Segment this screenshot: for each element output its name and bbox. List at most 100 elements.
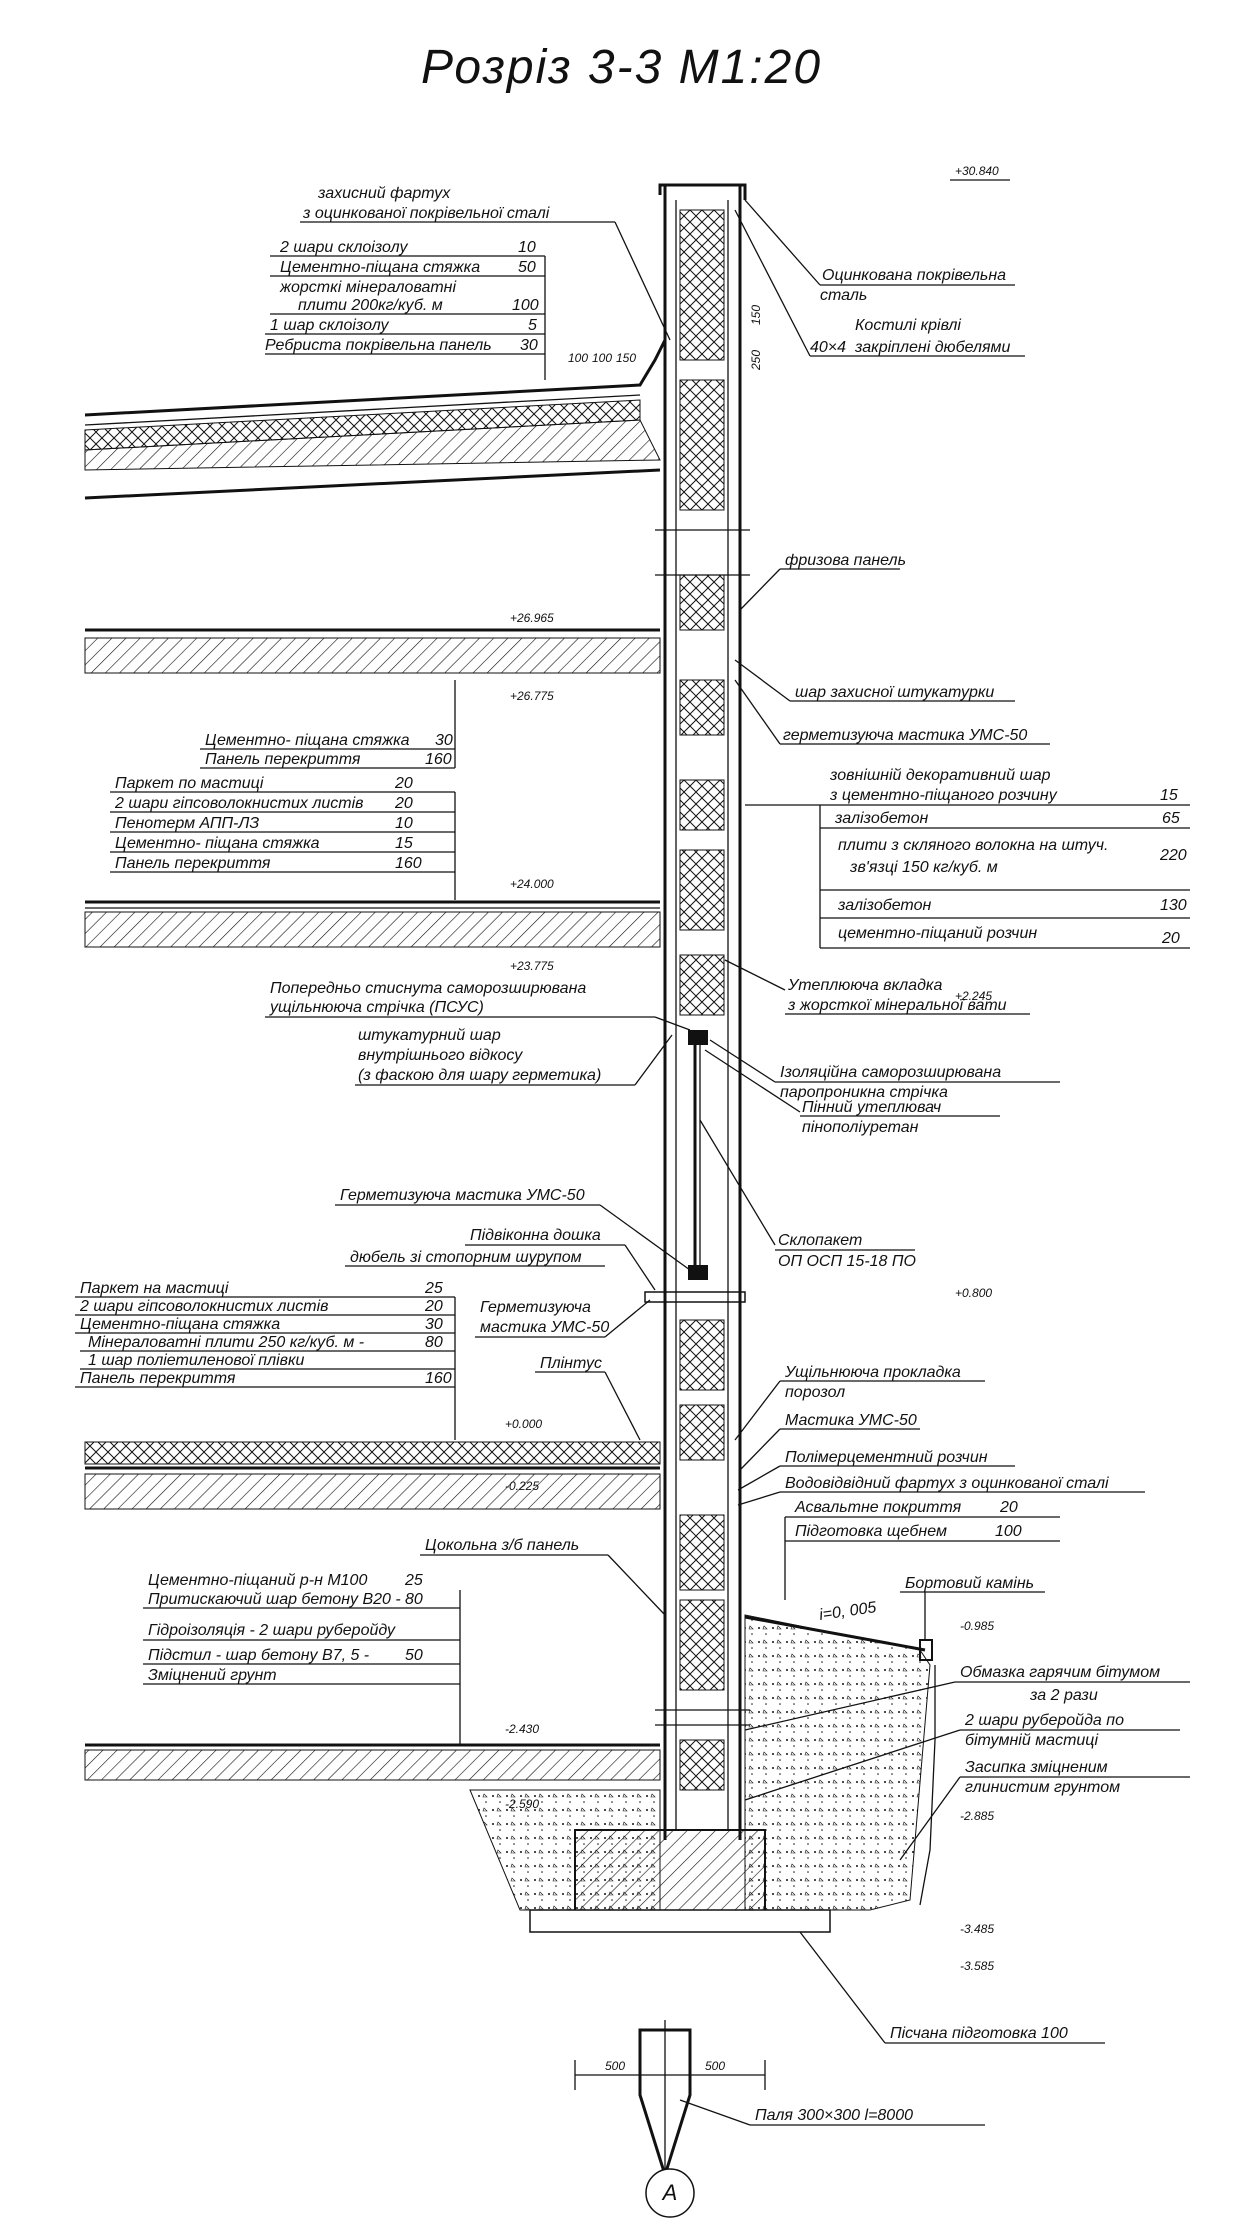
basement-layer-value: 25	[404, 1572, 423, 1589]
backfill-label: глинистим грунтом	[965, 1779, 1120, 1796]
level-mark: +2.245	[955, 989, 992, 1003]
roof-note: сталь	[820, 287, 867, 304]
floor3-labels: Паркет на мастиці 25 2 шари гіпсоволокни…	[75, 1280, 456, 1440]
axis-bubble	[645, 2168, 695, 2218]
roof-note: закріплені дюбелями	[854, 339, 1010, 356]
floor3-layer-value: 80	[425, 1334, 443, 1351]
wall-panel-header: з цементно-піщаного розчину	[829, 787, 1058, 804]
level-mark: -0.985	[960, 1619, 994, 1633]
wall-panel-row-name: зв'язці 150 кг/куб. м	[849, 859, 998, 876]
roof-dim: 100	[592, 351, 612, 365]
rubber-label: 2 шари руберойда по	[964, 1712, 1124, 1729]
mastic2-label: Герметизуюча	[480, 1299, 591, 1316]
floor-slab-0000	[84, 1441, 661, 1510]
bitumen-label: за 2 рази	[1029, 1687, 1098, 1704]
frieze-labels: фризова панель шар захисної штукатурки г…	[734, 552, 1050, 745]
floor3-layer-name: Панель перекриття	[80, 1370, 236, 1387]
psus-label: Попередньо стиснута саморозширювана	[270, 980, 586, 997]
roof-apron-label: захисний фартух	[317, 185, 451, 202]
level-mark: -2.590	[505, 1797, 539, 1811]
wall-panel-row-value: 65	[1162, 810, 1180, 827]
floor3-layer-value: 20	[424, 1298, 443, 1315]
level-mark: -3.585	[960, 1959, 994, 1973]
wall-panel-row-value: 130	[1160, 897, 1187, 914]
pile-dim: 500	[705, 2059, 725, 2073]
plaster-label: внутрішнього відкосу	[358, 1047, 523, 1064]
level-mark: +23.775	[510, 959, 554, 973]
roof-layer-value: 50	[518, 259, 536, 276]
drip-label: Водовідвідний фартух з оцинкованої сталі	[785, 1475, 1109, 1492]
basement-floor	[84, 1743, 661, 1781]
roof-layer-value: 10	[518, 239, 536, 256]
floor2-layer-name: Пенотерм АПП-ЛЗ	[115, 815, 259, 832]
floor3-layer-value: 160	[425, 1370, 452, 1387]
level-marks: +30.840 +26.965 +26.775 +24.000 +23.775 …	[505, 164, 1010, 1973]
floor2-layer-name: Цементно- піщана стяжка	[115, 835, 320, 852]
floor2-layer-value: 15	[395, 835, 413, 852]
dowel-label: дюбель зі стопорним шурупом	[350, 1249, 582, 1266]
roof-layer-name: Ребриста покрівельна панель	[265, 337, 492, 354]
level-mark: +0.800	[955, 1286, 992, 1300]
roof-note: 40×4	[810, 339, 846, 356]
floor2-layer-value: 20	[394, 775, 413, 792]
level-mark: -3.485	[960, 1922, 994, 1936]
floor2-layer-value: 10	[395, 815, 413, 832]
plinth-label: Плінтус	[540, 1355, 602, 1372]
roof-dim: 150	[616, 351, 636, 365]
roof-layer-name: 1 шар склоізолу	[270, 317, 390, 334]
pile-dim: 500	[605, 2059, 625, 2073]
basement-layer-value: 50	[405, 1647, 423, 1664]
wall-panel-row-name: цементно-піщаний розчин	[838, 925, 1037, 942]
floor2-labels: Паркет по мастиці 20 2 шари гіпсоволокни…	[110, 775, 456, 900]
wall-panel-header: зовнішній декоративний шар	[829, 767, 1051, 784]
floor3-layer-name: 1 шар поліетиленової плівки	[88, 1352, 305, 1369]
floor1-layer-value: 30	[435, 732, 453, 749]
floor3-layer-name: Цементно-піщана стяжка	[80, 1316, 280, 1333]
polymer-label: Полімерцементний розчин	[785, 1449, 988, 1466]
foam-label: Пінний утеплювач	[802, 1099, 941, 1116]
floor2-layer-name: Панель перекриття	[115, 855, 271, 872]
floor2-layer-name: Паркет по мастиці	[115, 775, 264, 792]
axis-label: А	[661, 2180, 678, 2205]
asphalt-name: Підготовка щебнем	[795, 1523, 947, 1540]
mastic-label: Мастика УМС-50	[785, 1412, 917, 1429]
exterior-wall	[655, 183, 750, 1840]
basement-layer-name: Підстил - шар бетону В7, 5 -	[148, 1647, 369, 1664]
floor1-layer-name: Панель перекриття	[205, 751, 361, 768]
basement-layer-name: Притискаючий шар бетону В20 -	[148, 1591, 401, 1608]
pile-label: Паля 300×300 l=8000	[755, 2107, 913, 2124]
roof-note: Костилі крівлі	[855, 317, 961, 334]
floor3-layer-value: 30	[425, 1316, 443, 1333]
floor1-layer-value: 160	[425, 751, 452, 768]
roof-apron-label: з оцинкованої покрівельної сталі	[302, 205, 550, 222]
floor2-layer-value: 20	[394, 795, 413, 812]
basement-layer-name: Цементно-піщаний р-н М100	[148, 1572, 367, 1589]
level-mark: -2.885	[960, 1809, 994, 1823]
roof-dim: 100	[568, 351, 588, 365]
floor3-layer-value: 25	[424, 1280, 443, 1297]
wall-panel-header-value: 15	[1160, 787, 1178, 804]
glass-label: ОП ОСП 15-18 ПО	[778, 1253, 916, 1270]
basement-labels: Цементно-піщаний р-н М100 25 Притискаючи…	[143, 1572, 461, 1745]
frieze-panel-label: фризова панель	[785, 552, 906, 569]
rubber-label: бітумній мастиці	[965, 1732, 1098, 1749]
floor3-layer-name: 2 шари гіпсоволокнистих листів	[79, 1298, 328, 1315]
psus-label: ущільнююча стрічка (ПСУС)	[269, 999, 484, 1016]
level-mark: +0.000	[505, 1417, 542, 1431]
wall-panel-row-name: залізобетон	[834, 810, 928, 827]
roof-layer-value: 100	[512, 297, 539, 314]
glass-label: Склопакет	[778, 1232, 862, 1249]
basement-layer-value: 80	[405, 1591, 423, 1608]
roof-note: Оцинкована покрівельна	[822, 267, 1006, 284]
parapet-dim: 150	[749, 305, 763, 325]
floor-slab-26775	[84, 628, 661, 674]
level-mark: -0.225	[505, 1479, 539, 1493]
foam-label: пінополіуретан	[802, 1119, 919, 1136]
tape-label: Ізоляційна саморозширювана	[780, 1064, 1001, 1081]
foundation-labels: Обмазка гарячим бітумом за 2 рази 2 шари…	[605, 1664, 1190, 2126]
curb-label: Бортовий камінь	[905, 1575, 1034, 1592]
floor3-layer-name: Мінераловатні плити 250 кг/куб. м -	[88, 1334, 364, 1351]
asphalt-value: 20	[999, 1499, 1018, 1516]
basement-layer-name: Зміцнений грунт	[148, 1667, 277, 1684]
